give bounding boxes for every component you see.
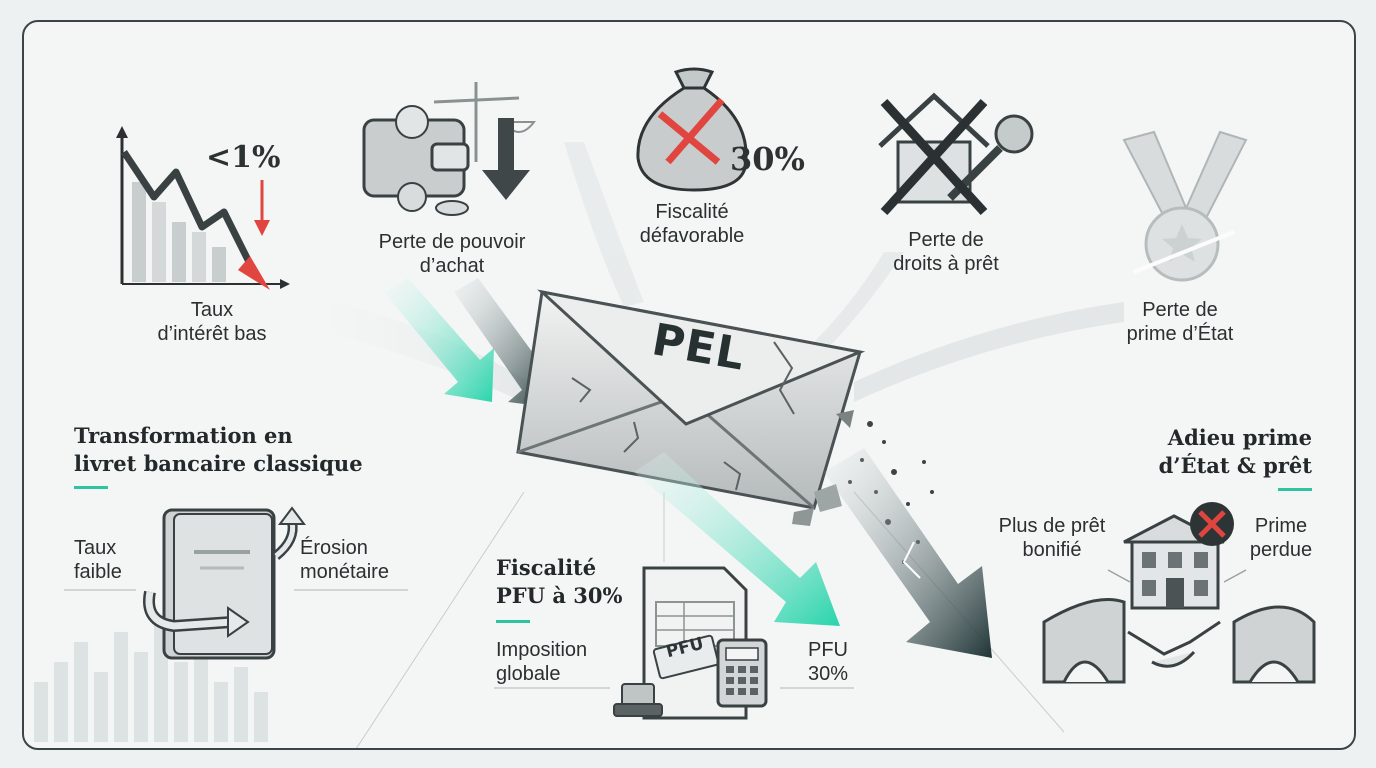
left-text-1: Taux: [74, 537, 117, 559]
purchasing-label-2: d’achat: [419, 255, 485, 277]
right-heading-underline: [1278, 488, 1312, 491]
wallet-scale-icon: [362, 82, 537, 216]
tax-document-icon: [494, 566, 854, 720]
middle-heading-1: Fiscalité: [496, 555, 597, 580]
money-bag-icon: [636, 67, 748, 192]
envelope-icon: [516, 289, 866, 526]
right-heading-1: Adieu prime: [1167, 425, 1312, 450]
house-key-crossed-icon: [878, 92, 1034, 216]
background-rays: [244, 142, 1124, 412]
tax-value: 30%: [730, 140, 805, 178]
rate-label-2: d’intérêt bas: [157, 323, 267, 345]
middle-right-1: PFU: [808, 639, 848, 661]
loan-rights-label-1: Perte de: [908, 229, 984, 251]
right-right-1: Prime: [1254, 515, 1308, 537]
rate-label-1: Taux: [190, 299, 234, 321]
middle-left-2: globale: [496, 663, 561, 685]
outgoing-arrows: [634, 448, 992, 658]
rate-value: <1%: [206, 140, 281, 175]
falling-chart-icon: [116, 126, 290, 290]
left-heading-1: Transformation en: [74, 423, 293, 448]
middle-right-2: 30%: [808, 663, 849, 685]
tax-label-2: défavorable: [639, 225, 745, 247]
left-heading-2: livret bancaire classique: [74, 451, 363, 476]
book-icon: [64, 506, 408, 660]
middle-heading-2: PFU à 30%: [496, 583, 623, 608]
purchasing-label-1: Perte de pouvoir: [378, 231, 526, 253]
right-left-2: bonifié: [1022, 539, 1082, 561]
middle-heading-underline: [496, 620, 530, 623]
infographic-frame: <1% Taux d’intérêt bas Perte de pouvoir …: [22, 20, 1356, 750]
state-premium-label-1: Perte de: [1142, 299, 1218, 321]
right-text-1: Érosion: [300, 537, 368, 559]
background-bars-pattern: [34, 622, 268, 742]
tax-label-1: Fiscalité: [655, 201, 729, 223]
left-text-2: faible: [74, 561, 122, 583]
loan-rights-label-2: droits à prêt: [893, 253, 999, 275]
right-heading-2: d’État & prêt: [1158, 453, 1312, 478]
left-heading-underline: [74, 486, 108, 489]
right-text-2: monétaire: [300, 561, 389, 583]
broken-medal-icon: [1122, 130, 1248, 282]
building-bridge-icon: [1042, 502, 1316, 684]
right-right-2: perdue: [1249, 539, 1313, 561]
illustration-canvas: [34, 67, 1316, 748]
state-premium-label-2: prime d’État: [1126, 323, 1234, 345]
middle-left-1: Imposition: [496, 639, 588, 661]
right-left-1: Plus de prêt: [998, 515, 1106, 537]
